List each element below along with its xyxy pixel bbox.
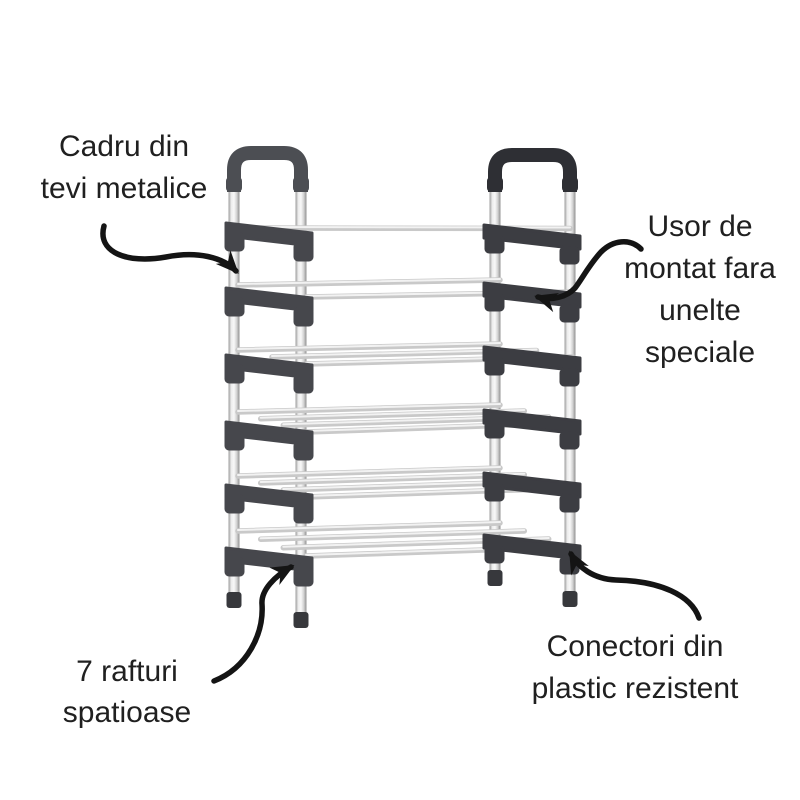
annotation-line: tevi metalice <box>40 172 208 205</box>
annotation-line: Usor de <box>647 210 753 243</box>
annotation-shelves-label: 7 rafturi spatioase <box>24 651 230 733</box>
annotation-line: spatioase <box>62 696 192 729</box>
rack-handle-right <box>487 148 578 192</box>
annotation-arrows <box>100 223 702 684</box>
rack-connectors-left <box>224 221 314 587</box>
annotation-line: Cadru din <box>58 130 190 163</box>
rack-foot <box>293 612 309 628</box>
rack-foot <box>487 570 503 586</box>
rack-foot <box>562 591 578 607</box>
annotation-assembly-label: Usor de montat fara unelte speciale <box>596 206 800 374</box>
annotation-connectors-label: Conectori din plastic rezistent <box>510 626 760 710</box>
annotation-line: 7 rafturi <box>76 655 178 688</box>
annotation-frame-label: Cadru din tevi metalice <box>16 126 232 210</box>
annotation-line: plastic rezistent <box>531 672 739 705</box>
arrow-frame-callout <box>100 223 239 274</box>
arrow-shelves-callout <box>211 564 295 684</box>
annotation-line: Conectori din <box>546 630 724 663</box>
annotation-line: montat fara <box>624 252 776 285</box>
rack-foot <box>226 592 242 608</box>
rack-leg-front-left <box>295 186 307 614</box>
annotation-line: unelte <box>659 294 741 327</box>
arrow-assembly-callout <box>534 239 644 313</box>
rack-leg-front-right <box>564 186 576 591</box>
annotation-line: speciale <box>644 336 756 369</box>
rack-leg-back-right <box>489 186 501 572</box>
rack-handle-left <box>226 146 309 192</box>
rack-leg-back-left <box>228 186 240 594</box>
shoe-rack <box>224 146 582 628</box>
arrow-connectors-callout <box>568 550 702 621</box>
